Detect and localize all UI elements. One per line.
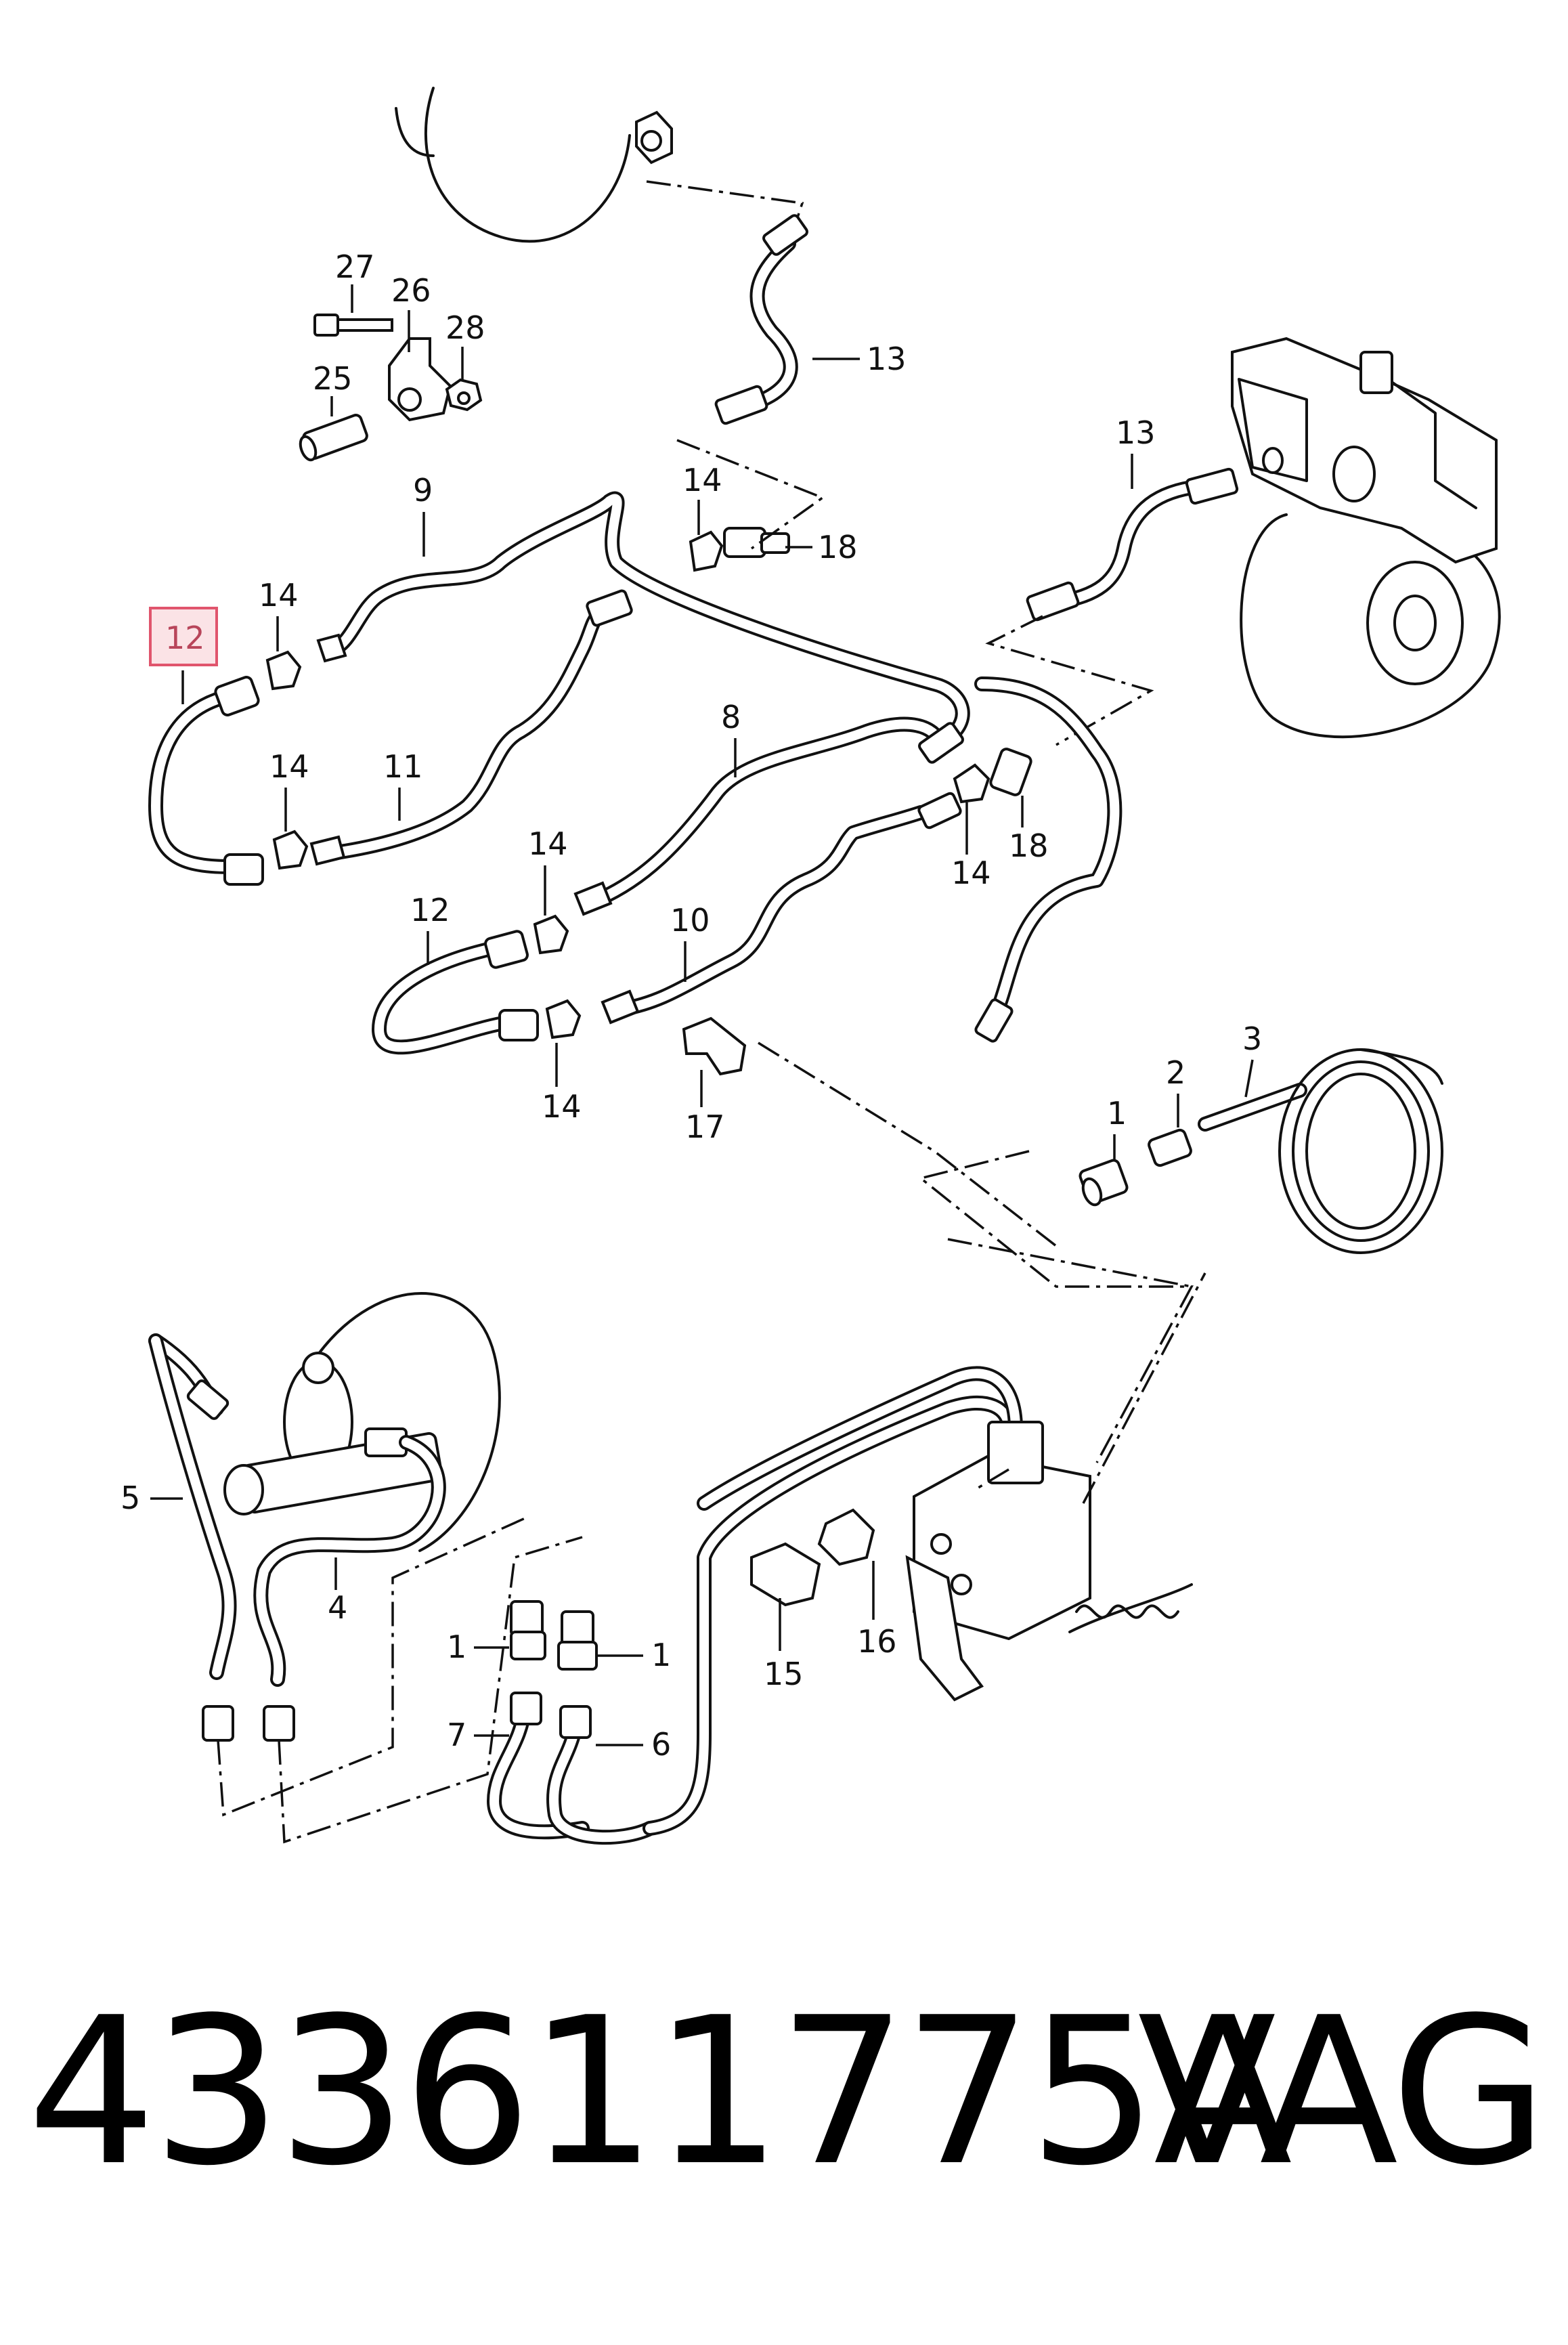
label-14-right: 14	[951, 855, 991, 891]
clip-14-top	[689, 530, 724, 572]
brake-line-9	[316, 491, 970, 746]
master-cylinder	[223, 1427, 443, 1515]
label-3: 3	[1242, 1020, 1262, 1057]
label-15: 15	[764, 1656, 804, 1692]
clip-14-center-upper	[533, 914, 569, 955]
bracket-15	[750, 1542, 821, 1607]
label-13-right: 13	[1116, 414, 1156, 451]
brake-line-4	[253, 1435, 446, 1687]
brake-line-5	[148, 1333, 237, 1680]
label-12-center: 12	[410, 892, 450, 928]
brake-caliper-disc-right	[1231, 337, 1501, 739]
union-18-top	[723, 527, 790, 558]
label-27: 27	[335, 249, 375, 285]
line-ends-left	[202, 1705, 295, 1742]
label-26: 26	[391, 272, 431, 309]
brake-hose-12-center	[372, 930, 539, 1055]
label-14-center-lower: 14	[542, 1088, 582, 1125]
label-5: 5	[121, 1480, 140, 1516]
brake-line-11	[309, 589, 633, 866]
clip-14-left-lower	[272, 830, 309, 870]
bolt-27	[313, 314, 393, 337]
label-18-right: 18	[1009, 827, 1049, 864]
front-brake-drum-top	[395, 87, 673, 243]
label-25: 25	[313, 360, 353, 397]
label-7: 7	[447, 1717, 466, 1753]
label-18-top: 18	[818, 529, 858, 565]
label-1-right: 1	[1107, 1095, 1127, 1132]
part-number: 433611775A	[27, 1974, 1292, 2210]
brake-line-exploded-diagram: 13 27 26 28 25 14 18	[121, 87, 1501, 1845]
brake-hose-12-left	[148, 676, 264, 886]
bracket-26	[388, 337, 452, 422]
label-17: 17	[685, 1109, 725, 1145]
fitting-25	[299, 414, 368, 462]
label-14-left-upper: 14	[259, 577, 299, 614]
label-14-left-lower: 14	[269, 748, 309, 785]
brake-line-right-long	[974, 676, 1123, 1043]
label-1-center: 1	[651, 1637, 671, 1673]
label-9: 9	[413, 472, 433, 509]
fitting-2	[1148, 1128, 1192, 1167]
union-18-right	[989, 748, 1032, 796]
nut-28	[445, 378, 483, 412]
clip-14-left-upper	[265, 650, 302, 691]
label-16: 16	[857, 1623, 897, 1660]
clip-14-center-lower	[545, 999, 582, 1039]
brake-line-10	[601, 792, 962, 1025]
fitting-1-right	[1079, 1159, 1129, 1207]
long-lines-to-valve	[643, 1366, 1023, 1836]
label-8: 8	[721, 699, 741, 735]
label-12-highlighted: 12	[165, 620, 205, 656]
label-4: 4	[328, 1589, 347, 1626]
clip-16	[817, 1508, 875, 1566]
label-14-top: 14	[682, 462, 722, 498]
fittings-1-and-lines-6-7	[487, 1600, 657, 1845]
manufacturer-name: VAG	[1137, 1974, 1548, 2210]
label-1-left: 1	[447, 1629, 466, 1665]
label-28: 28	[445, 309, 485, 346]
bracket-17	[682, 1016, 747, 1076]
pressure-regulator-valve	[905, 1421, 1193, 1702]
brake-hose-13-top	[714, 214, 808, 425]
label-11: 11	[383, 748, 423, 785]
brake-line-8	[573, 716, 964, 916]
label-14-center-upper: 14	[528, 825, 568, 862]
label-10: 10	[670, 902, 710, 939]
label-2: 2	[1166, 1054, 1185, 1091]
brake-hose-13-right	[1026, 467, 1239, 622]
label-6: 6	[651, 1726, 671, 1763]
clip-14-right	[953, 763, 990, 804]
footer: 433611775A VAG	[0, 1991, 1568, 2275]
brake-booster	[283, 1292, 501, 1552]
label-13-top: 13	[867, 341, 907, 377]
brake-line-coil-3	[1198, 1048, 1443, 1254]
highlighted-part-box	[149, 607, 218, 666]
